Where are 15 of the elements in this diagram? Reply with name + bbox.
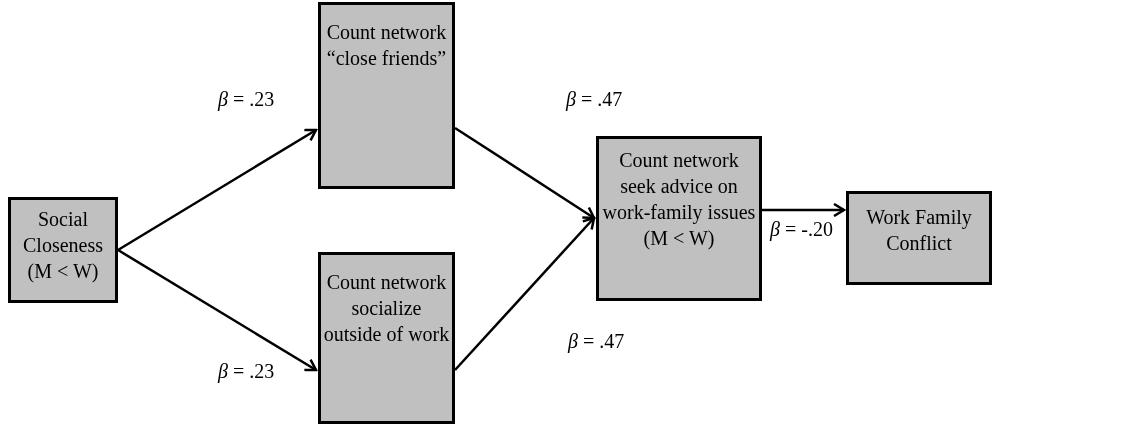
box-label: Count network “close friends” <box>325 20 448 71</box>
arrow <box>762 202 846 218</box>
box-label: Count network seek advice on work-family issues (M < W) <box>601 148 757 251</box>
process-box <box>596 136 762 301</box>
arrow <box>117 128 318 252</box>
box-label: Work Family Conflict <box>865 205 973 256</box>
arrow <box>454 126 596 220</box>
process-box <box>318 252 455 424</box>
arrow <box>454 216 596 371</box>
arrow <box>117 248 318 372</box>
box-label: Count network socialize outside of work <box>323 270 450 347</box>
process-box <box>318 2 455 189</box>
process-box <box>8 197 118 303</box>
process-box <box>846 191 992 285</box>
box-label: Social Closeness (M < W) <box>22 207 104 284</box>
